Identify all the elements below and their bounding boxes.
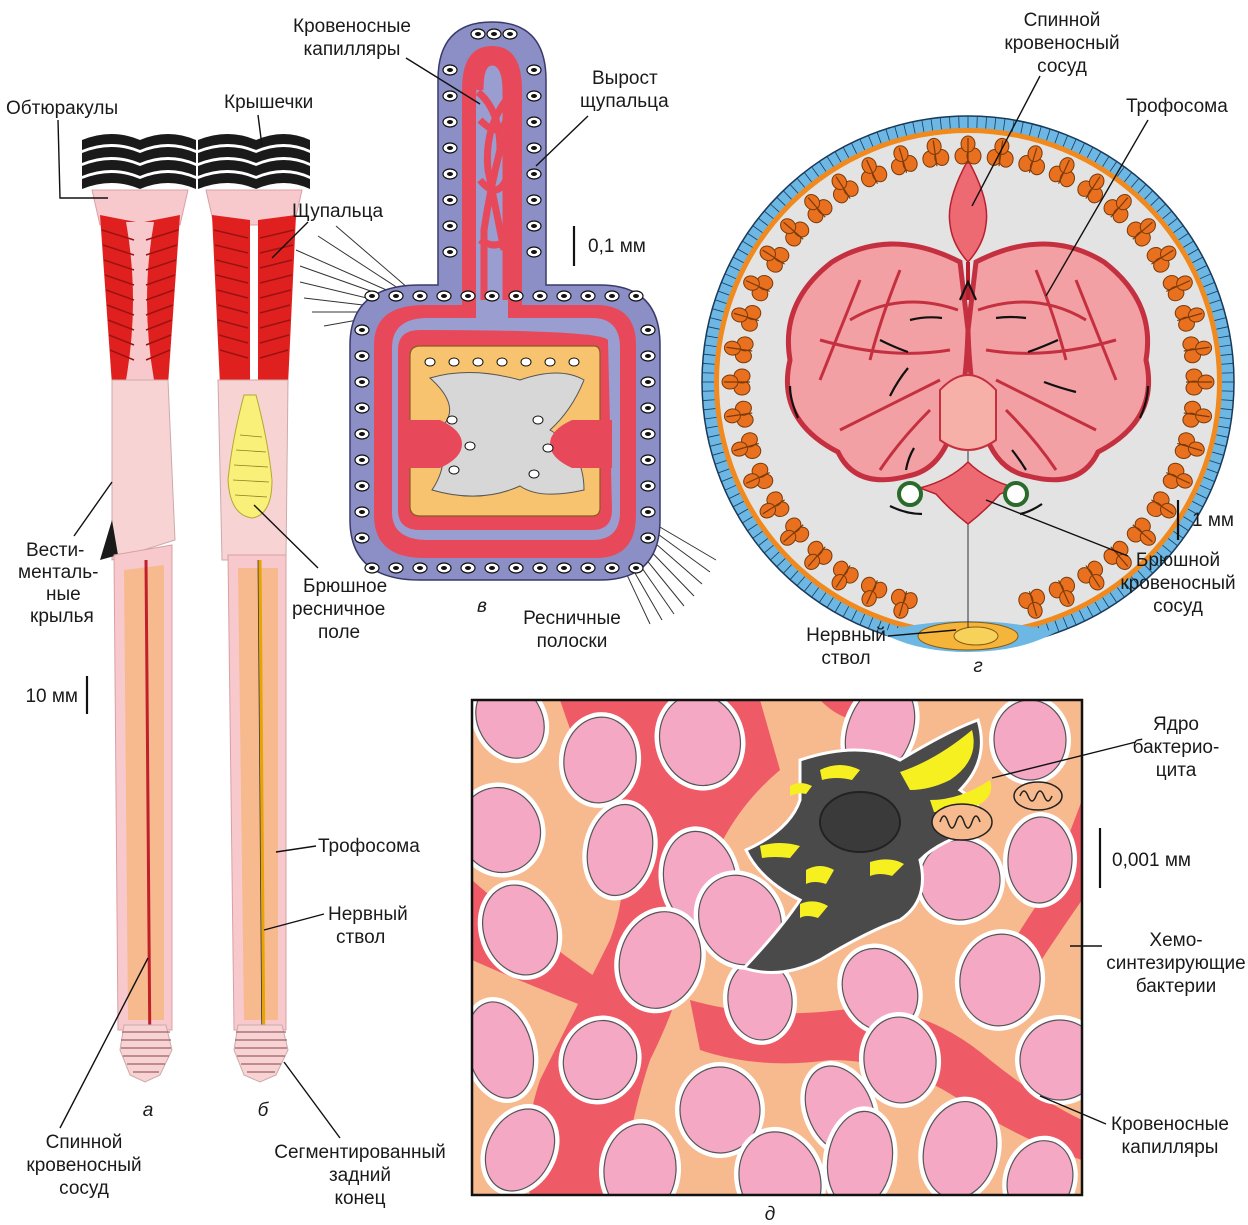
svg-text:капилляры: капилляры — [304, 39, 401, 60]
svg-text:кровеносный: кровеносный — [1120, 573, 1235, 594]
svg-text:кровеносный: кровеносный — [1004, 33, 1119, 54]
label-segmented-end: Сегментированный задний конец — [274, 1142, 446, 1209]
svg-text:Вырост: Вырост — [592, 68, 658, 89]
svg-text:Хемо-: Хемо- — [1149, 930, 1202, 951]
panel-label-a: а — [143, 1100, 154, 1121]
label-ventral-vessel: Брюшной кровеносный сосуд — [1120, 550, 1235, 617]
svg-text:поле: поле — [318, 622, 360, 643]
svg-text:10 мм: 10 мм — [25, 686, 78, 707]
svg-text:ствол: ствол — [336, 927, 385, 948]
scale-v: 0,1 мм — [574, 226, 646, 266]
svg-text:Нервный: Нервный — [806, 625, 886, 646]
label-nerve-cord-a: Нервный ствол — [328, 904, 408, 948]
svg-text:Кровеносные: Кровеносные — [293, 16, 411, 37]
panel-label-v: в — [477, 596, 487, 617]
svg-text:Брюшной: Брюшной — [1136, 550, 1220, 571]
posterior-end-b — [234, 1025, 288, 1082]
panel-label-g: г — [973, 656, 982, 677]
svg-text:ные: ные — [46, 584, 81, 605]
trunk-section-g — [702, 116, 1234, 652]
svg-text:синтезирующие: синтезирующие — [1106, 953, 1246, 974]
label-dorsal-vessel-g: Спинной кровеносный сосуд — [1004, 10, 1119, 77]
svg-text:Ядро: Ядро — [1153, 714, 1199, 735]
label-ventral-ciliated-field: Брюшное ресничное поле — [292, 576, 387, 643]
svg-text:капилляры: капилляры — [1122, 1137, 1219, 1158]
label-tentacles: Щупальца — [292, 201, 383, 222]
svg-text:1 мм: 1 мм — [1192, 510, 1234, 531]
svg-text:Брюшное: Брюшное — [303, 576, 387, 597]
svg-text:Спинной: Спинной — [1024, 10, 1101, 31]
svg-text:Кровеносные: Кровеносные — [1111, 1114, 1229, 1135]
svg-text:Спинной: Спинной — [46, 1132, 123, 1153]
svg-text:цита: цита — [1156, 760, 1197, 781]
label-capillaries-d: Кровеносные капилляры — [1111, 1114, 1229, 1158]
panel-label-b: б — [258, 1100, 270, 1121]
svg-text:Сегментированный: Сегментированный — [274, 1142, 446, 1163]
svg-text:менталь-: менталь- — [18, 562, 99, 583]
posterior-end-a — [120, 1025, 172, 1082]
vestimentum-a — [112, 380, 175, 560]
svg-text:ствол: ствол — [821, 648, 870, 669]
svg-text:Ресничные: Ресничные — [523, 608, 621, 629]
svg-text:Вести-: Вести- — [26, 540, 84, 561]
panel-label-d: д — [765, 1204, 776, 1225]
bacteriocyte-panel-d — [439, 663, 1112, 1225]
label-tentacle-outgrowth: Вырост щупальца — [580, 68, 669, 112]
tentacle-plume-b — [212, 215, 296, 385]
svg-text:щупальца: щупальца — [580, 91, 669, 112]
trophosome-strip-a — [124, 565, 164, 1020]
scale-d: 0,001 мм — [1100, 828, 1191, 888]
obturaculum-a — [82, 134, 196, 225]
svg-text:сосуд: сосуд — [59, 1178, 109, 1199]
scale-a: 10 мм — [25, 676, 87, 714]
svg-text:полоски: полоски — [537, 631, 608, 652]
label-obturacula: Обтюракулы — [6, 98, 118, 119]
label-lids: Крышечки — [224, 92, 313, 113]
label-chemosynthetic-bacteria: Хемо- синтезирующие бактерии — [1106, 930, 1246, 997]
svg-text:сосуд: сосуд — [1153, 596, 1203, 617]
label-capillaries-v: Кровеносные капилляры — [293, 16, 411, 60]
svg-text:бактерии: бактерии — [1136, 976, 1216, 997]
svg-text:кровеносный: кровеносный — [26, 1155, 141, 1176]
svg-text:бактерио-: бактерио- — [1133, 737, 1220, 758]
svg-text:0,1 мм: 0,1 мм — [588, 236, 646, 257]
label-vestimental-wings: Вести- менталь- ные крылья — [18, 540, 99, 627]
svg-text:Нервный: Нервный — [328, 904, 408, 925]
worm-a — [82, 134, 196, 1082]
label-dorsal-vessel-a: Спинной кровеносный сосуд — [26, 1132, 141, 1199]
label-ciliary-bands: Ресничные полоски — [523, 608, 621, 652]
svg-text:крылья: крылья — [30, 606, 94, 627]
label-trophosome-g: Трофосома — [1126, 96, 1228, 117]
svg-text:сосуд: сосуд — [1037, 56, 1087, 77]
svg-text:0,001 мм: 0,001 мм — [1112, 850, 1191, 871]
svg-text:конец: конец — [334, 1188, 385, 1209]
tentacle-plume-a — [100, 215, 180, 385]
label-trophosome-a: Трофосома — [318, 836, 420, 857]
trophosome-strip-b — [238, 568, 278, 1020]
svg-text:ресничное: ресничное — [292, 599, 385, 620]
label-nerve-cord-g: Нервный ствол — [806, 625, 886, 669]
label-bacteriocyte-nucleus: Ядро бактерио- цита — [1133, 714, 1220, 781]
svg-text:задний: задний — [329, 1165, 391, 1186]
